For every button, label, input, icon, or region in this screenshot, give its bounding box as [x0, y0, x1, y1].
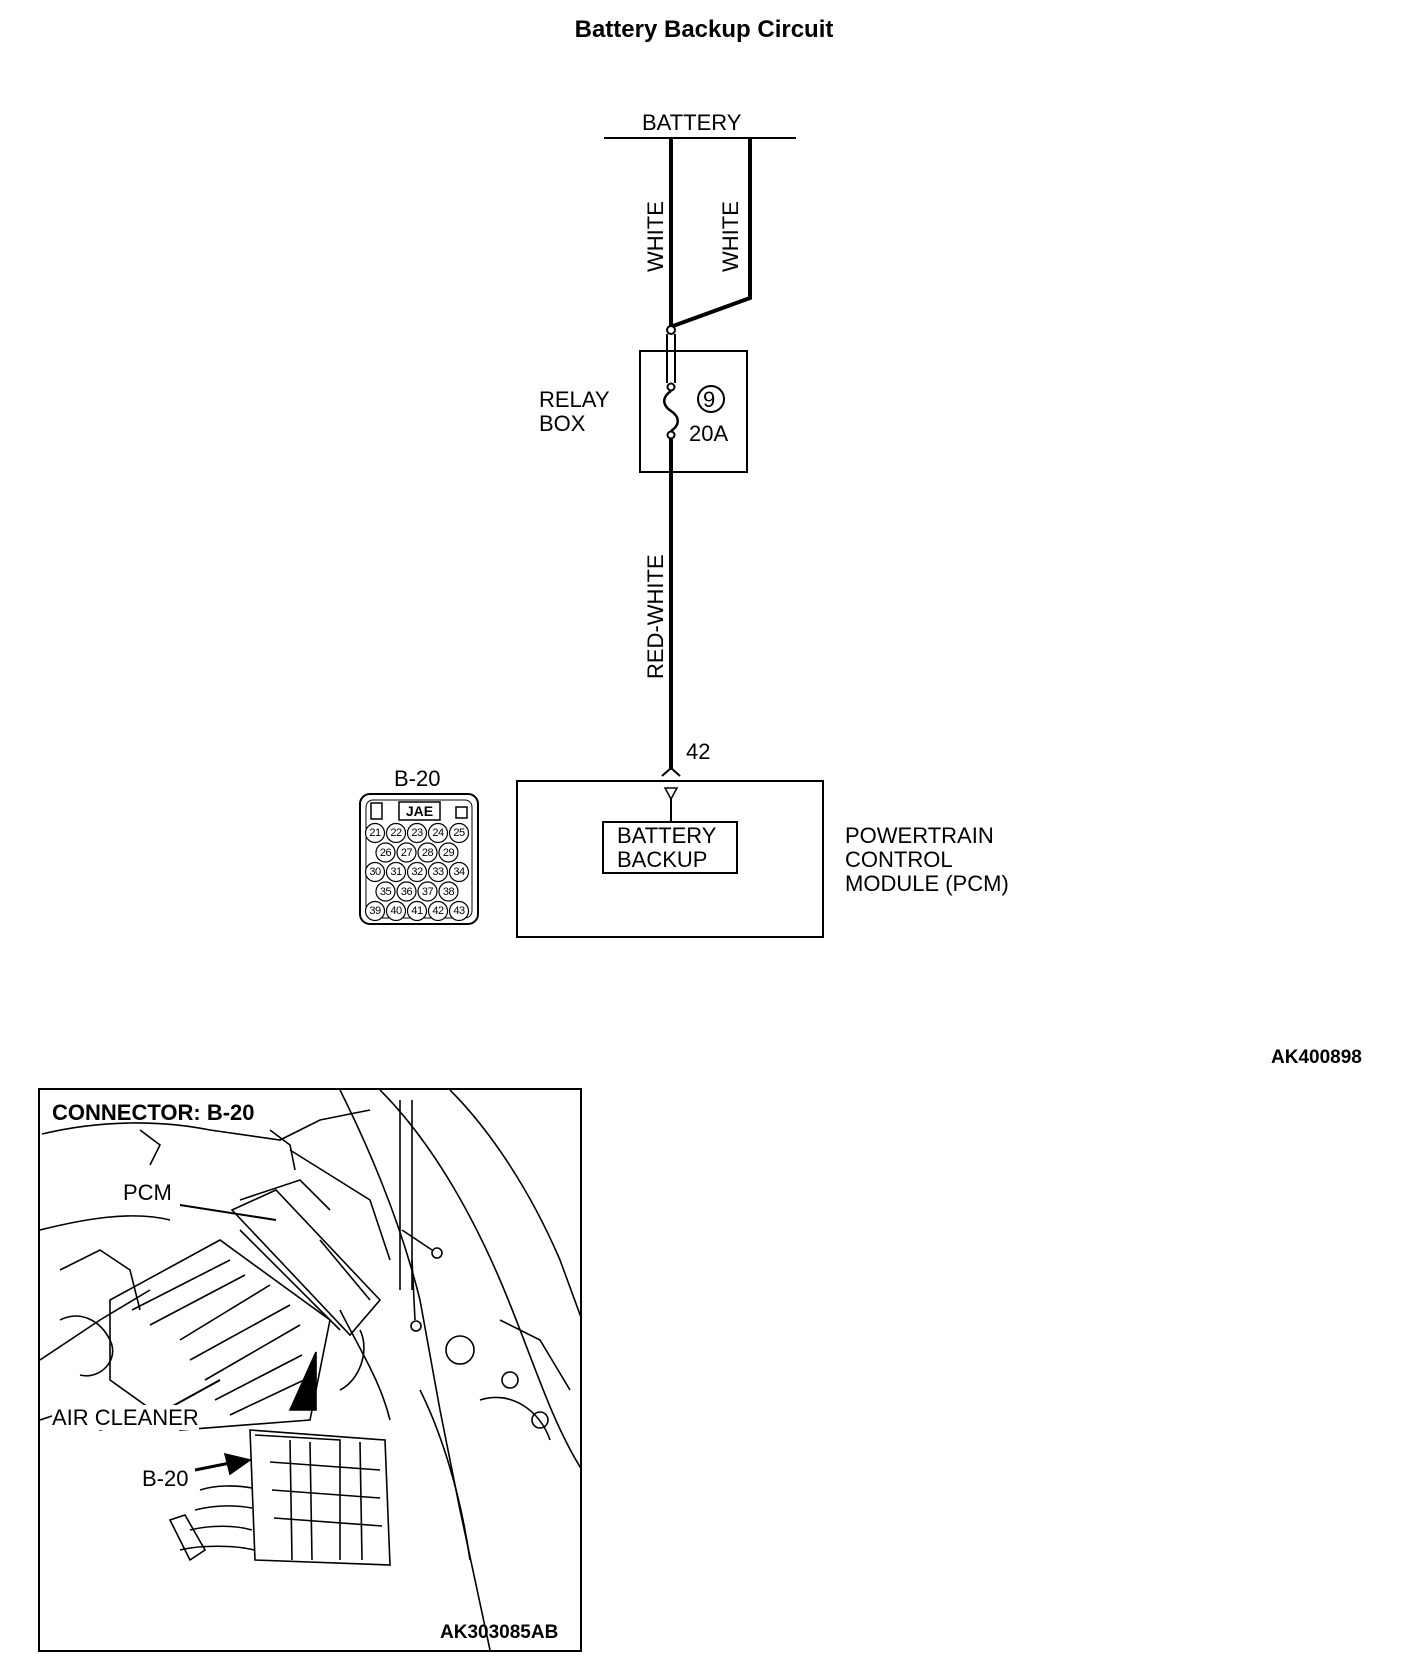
splice-point [666, 325, 676, 335]
connector-pin-label: 21 [369, 827, 381, 839]
connector-pin-label: 39 [369, 905, 381, 917]
connector-pin-label: 31 [390, 866, 402, 878]
engine-bay-illustration [40, 1090, 580, 1650]
page-title: Battery Backup Circuit [574, 16, 834, 43]
connector-pin-label: 23 [411, 827, 423, 839]
wire-color-label-bottom: RED-WHITE [643, 554, 668, 679]
connector-pin-label: 27 [400, 846, 413, 859]
connector-name: B-20 [394, 766, 441, 791]
relay-box-label-2: BOX [539, 411, 586, 436]
wire-color-label-right: WHITE [718, 201, 743, 272]
connector-pin-label: 33 [432, 866, 444, 878]
battery-backup-label-1: BATTERY [617, 823, 717, 848]
connector-pin-label: 28 [421, 846, 434, 859]
fuse-symbol [663, 389, 679, 433]
connector-pin-label: 38 [442, 885, 455, 898]
battery-backup-box [602, 821, 738, 874]
battery-label: BATTERY [642, 110, 742, 135]
pcm-callout-label: PCM [123, 1180, 172, 1205]
module-name-1: POWERTRAIN [845, 823, 994, 848]
connector-pin-label: 37 [421, 885, 434, 898]
connector-pin-label: 22 [390, 827, 402, 839]
module-name-3: MODULE (PCM) [845, 871, 1009, 896]
connector-pin-label: 40 [390, 905, 402, 917]
connector-pin-label: 32 [411, 866, 423, 878]
connector-pin-label: 35 [379, 885, 392, 898]
fuse-number: 9 [703, 387, 716, 412]
connector-pin-label: 26 [379, 846, 392, 859]
connector-pin-label: 42 [432, 905, 444, 917]
connector-chevron [661, 766, 681, 777]
pin-triangle [663, 787, 679, 801]
fuse-terminal-bottom [666, 430, 676, 440]
connector-pin-label: 24 [432, 827, 444, 839]
connector-pin-label: 25 [453, 827, 465, 839]
connector-pin-label: 29 [442, 846, 455, 859]
connector-callout-label: B-20 [142, 1466, 189, 1491]
wire-white-right [672, 138, 752, 328]
connector-location-panel [38, 1088, 582, 1652]
relay-box-label: RELAY [539, 387, 610, 412]
location-figure-code: AK303085AB [440, 1622, 559, 1643]
pcm-box [516, 780, 824, 938]
connector-pin-label: 30 [369, 866, 381, 878]
module-name-2: CONTROL [845, 847, 953, 872]
connector-pin-label: 36 [400, 885, 413, 898]
connector-maker: JAE [405, 803, 434, 819]
connector-pin-label: 43 [453, 905, 465, 917]
relay-box [639, 350, 748, 473]
air-cleaner-callout-label: AIR CLEANER [52, 1405, 199, 1430]
wire-color-label-left: WHITE [643, 201, 668, 272]
schematic-figure-code: AK400898 [1271, 1047, 1362, 1068]
connector-pin-label: 34 [453, 866, 465, 878]
fuse-terminal-top [666, 382, 676, 392]
battery-backup-label-2: BACKUP [617, 847, 708, 872]
connector-location-title: CONNECTOR: B-20 [52, 1100, 255, 1125]
fuse-rating: 20A [689, 421, 729, 446]
connector-pin-label: 41 [411, 905, 423, 917]
pin-number: 42 [686, 739, 711, 764]
fuse-number-circle [697, 385, 725, 413]
